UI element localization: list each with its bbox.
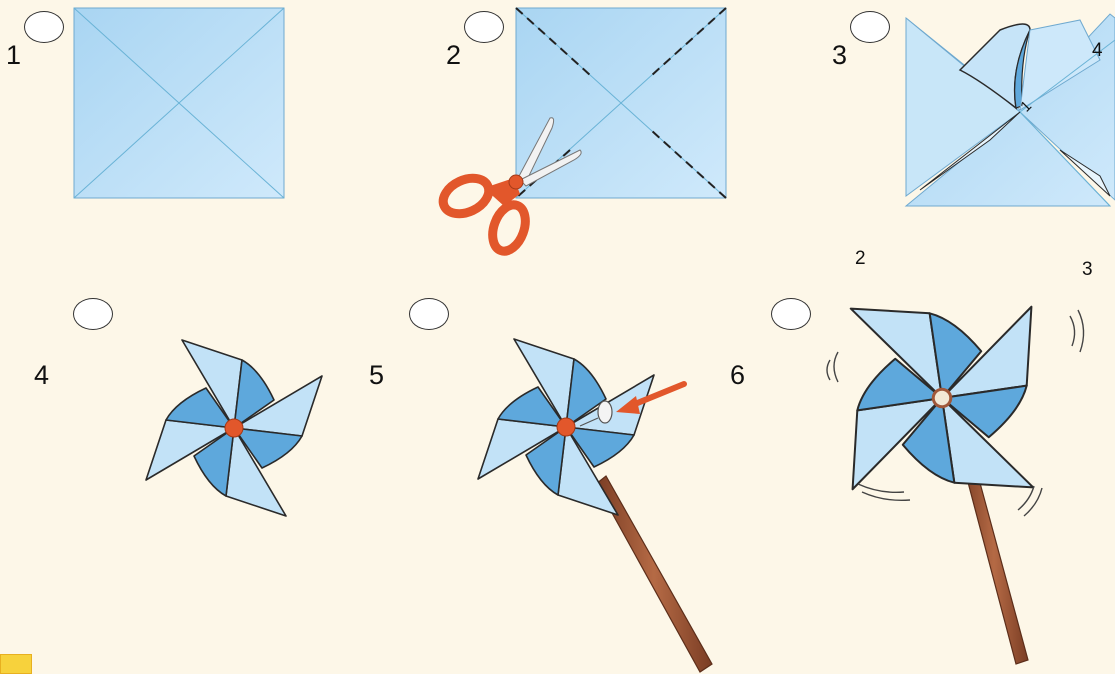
answer-circle-1[interactable]	[24, 11, 64, 43]
answer-circle-6[interactable]	[771, 298, 811, 330]
step-number-5: 5	[369, 360, 384, 391]
step6-corner-label-2: 2	[855, 248, 866, 270]
step-number-6: 6	[730, 360, 745, 391]
step6-pinwheel	[807, 263, 1076, 532]
step3-folded-square	[906, 14, 1115, 206]
step6-corner-label-3: 3	[1082, 259, 1093, 281]
answer-circle-4[interactable]	[73, 298, 113, 330]
yellow-marker	[0, 654, 32, 674]
step3-corner-label-4: 4	[1092, 40, 1103, 62]
step-number-2: 2	[446, 40, 461, 71]
step1-square	[74, 8, 284, 198]
step-number-4: 4	[34, 360, 49, 391]
answer-circle-5[interactable]	[409, 298, 449, 330]
step-number-3: 3	[832, 40, 847, 71]
answer-circle-3[interactable]	[850, 11, 890, 43]
step-number-1: 1	[6, 40, 21, 71]
step4-pinwheel	[146, 340, 322, 516]
answer-circle-2[interactable]	[464, 11, 504, 43]
step5-pinwheel	[478, 339, 654, 515]
stick-icon	[596, 476, 712, 672]
